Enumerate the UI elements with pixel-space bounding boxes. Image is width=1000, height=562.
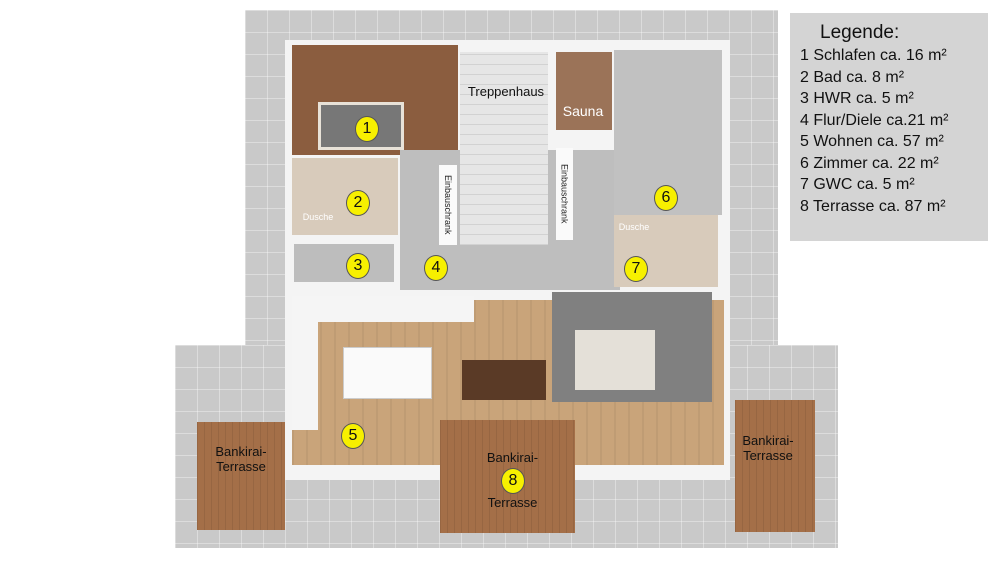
legend-item: 4 Flur/Diele ca.21 m² (800, 111, 949, 129)
marker-8: 8 (501, 468, 525, 494)
room-sauna (556, 52, 612, 130)
label-terrace-center-2: Terrasse (487, 495, 538, 510)
terrace-right (735, 400, 815, 532)
marker-5: 5 (341, 423, 365, 449)
legend-item: 5 Wohnen ca. 57 m² (800, 133, 944, 150)
room-hwr (294, 244, 394, 282)
label-terrace-center-1: Bankirai- (486, 450, 539, 465)
label-treppenhaus: Treppenhaus (467, 84, 545, 99)
label-dusche-gwc: Dusche (618, 222, 650, 232)
label-terrace-right: Bankirai-Terrasse (742, 433, 794, 463)
label-einbauschrank-right: Einbauschrank (556, 148, 573, 240)
room-bad (292, 158, 398, 235)
marker-4: 4 (424, 255, 448, 281)
label-sauna: Sauna (562, 103, 604, 119)
dining-table (462, 360, 546, 400)
marker-7: 7 (624, 256, 648, 282)
kitchen-island (343, 347, 432, 399)
label-einbauschrank-left: Einbauschrank (439, 165, 457, 245)
legend-item: 1 Schlafen ca. 16 m² (800, 47, 947, 64)
terrace-left (197, 422, 285, 530)
legend-item: 2 Bad ca. 8 m² (800, 68, 905, 86)
marker-3: 3 (346, 253, 370, 279)
kitchen-counter (292, 296, 474, 322)
rug (575, 330, 655, 390)
marker-6: 6 (654, 185, 678, 211)
label-terrace-left: Bankirai-Terrasse (215, 444, 267, 474)
legend-item: 7 GWC ca. 5 m² (800, 176, 915, 193)
marker-2: 2 (346, 190, 370, 216)
marker-1: 1 (355, 116, 379, 142)
room-treppenhaus (460, 52, 548, 245)
legend: Legende: 1 Schlafen ca. 16 m² 2 Bad ca. … (790, 13, 988, 241)
legend-item: 8 Terrasse ca. 87 m² (800, 197, 946, 215)
legend-item: 6 Zimmer ca. 22 m² (800, 154, 939, 172)
label-dusche-bad: Dusche (302, 212, 334, 222)
kitchen-counter-side (292, 320, 318, 430)
legend-title: Legende: (820, 22, 900, 43)
legend-item: 3 HWR ca. 5 m² (800, 90, 914, 107)
